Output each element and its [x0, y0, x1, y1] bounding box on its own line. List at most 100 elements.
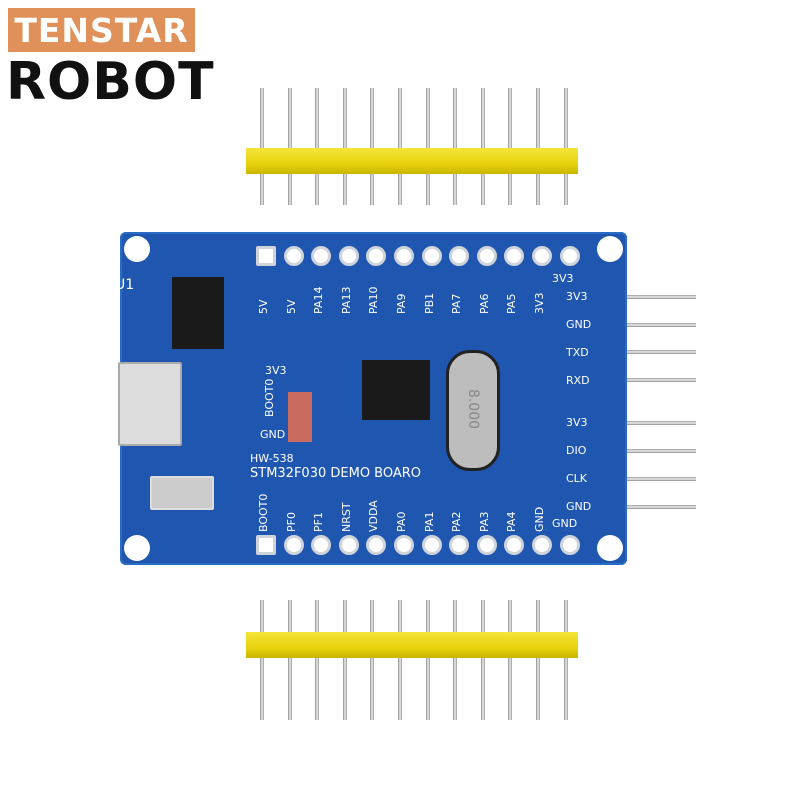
- jumper-label-3v3: 3V3: [265, 364, 287, 377]
- top-pin-label: 5V: [257, 299, 270, 314]
- top-end-label: 3V3: [552, 272, 574, 285]
- top-header-pin: [398, 88, 402, 205]
- top-pad: [256, 246, 276, 266]
- bottom-header-pin: [563, 600, 568, 720]
- bottom-pin-label: PA1: [422, 511, 436, 532]
- bottom-header-pin: [398, 600, 402, 720]
- boot-jumper: [288, 392, 312, 442]
- top-pin-label: PA9: [395, 293, 408, 314]
- top-header-pin: [453, 88, 458, 205]
- swd-pin-label: 3V3: [566, 416, 588, 429]
- bottom-header-pin: [508, 600, 513, 720]
- board-title: STM32F030 DEMO BOARO: [250, 466, 422, 481]
- bottom-header-pin: [480, 600, 485, 720]
- right-header-pin: [610, 350, 696, 354]
- top-pin-label: PB1: [422, 292, 436, 314]
- top-pin-label: 3V3: [533, 292, 546, 314]
- bottom-pad: [449, 535, 470, 555]
- mounting-hole: [597, 535, 623, 561]
- bottom-end-label: GND: [552, 517, 578, 530]
- bottom-pad: [394, 535, 414, 555]
- reset-button: [150, 476, 214, 510]
- uart-pin-label: TXD: [566, 346, 589, 359]
- top-pin-label: PA6: [477, 293, 491, 314]
- top-header-pin: [425, 88, 430, 205]
- swd-pin-label: GND: [566, 500, 592, 513]
- right-header-pin: [610, 477, 696, 481]
- bottom-pad: [256, 535, 276, 555]
- voltage-regulator: [172, 277, 224, 349]
- top-pin-label: PA13: [339, 286, 353, 314]
- crystal-label: 8.000: [465, 388, 481, 430]
- bottom-header-pin: [453, 600, 458, 720]
- micro-usb-port: [118, 362, 182, 446]
- bottom-header-pin: [287, 600, 292, 720]
- bottom-pin-label: PA0: [395, 511, 408, 532]
- bottom-header-pin: [260, 600, 264, 720]
- right-header-pin: [610, 505, 696, 509]
- pcb-board: U1 3V3 BOOT0 GND 8.000 HW-538 STM32F030 …: [115, 232, 627, 565]
- swd-pin-label: CLK: [566, 472, 588, 485]
- bottom-pin-label: NRST: [339, 502, 353, 532]
- bottom-pin-label: PF1: [312, 512, 326, 532]
- bottom-pad: [532, 535, 552, 555]
- top-pad: [559, 246, 580, 266]
- top-header-pin: [563, 88, 568, 205]
- bottom-header-pin: [342, 600, 347, 720]
- bottom-pad: [476, 535, 497, 555]
- top-header-pin: [315, 88, 320, 205]
- bottom-pin-label: PA3: [477, 511, 491, 532]
- right-header-pin: [610, 378, 696, 382]
- mounting-hole: [124, 236, 150, 262]
- top-header-pin: [536, 88, 540, 205]
- bottom-pin-label: PF0: [284, 512, 298, 532]
- bottom-header-pin: [370, 600, 375, 720]
- bottom-header-plastic: [246, 632, 578, 658]
- top-pad: [394, 246, 414, 266]
- right-header-pin: [610, 323, 696, 327]
- bottom-pin-label: VDDA: [367, 500, 381, 532]
- logo-robot: ROBOT: [6, 52, 215, 112]
- right-header-pin: [610, 449, 696, 453]
- top-pad: [449, 246, 470, 266]
- bottom-pad: [504, 535, 525, 555]
- jumper-label-gnd: GND: [260, 428, 286, 441]
- top-pin-label: PA7: [450, 293, 464, 314]
- bottom-header-pin: [315, 600, 320, 720]
- top-header-pin: [342, 88, 347, 205]
- bottom-pin-label: GND: [533, 506, 546, 532]
- bottom-pad: [559, 535, 580, 555]
- u1-label: U1: [115, 277, 135, 293]
- top-pin-label: PA5: [505, 293, 519, 314]
- bottom-pin-label: PA2: [450, 511, 464, 532]
- right-header-pin: [610, 295, 696, 299]
- top-pad: [476, 246, 497, 266]
- top-pad: [421, 246, 442, 266]
- top-pad: [532, 246, 552, 266]
- bottom-pin-label: PA4: [505, 511, 519, 532]
- mounting-hole: [124, 535, 150, 561]
- top-header-pin: [508, 88, 513, 205]
- top-pad: [283, 246, 304, 266]
- top-header-pin: [260, 88, 264, 205]
- top-pin-label: 5V: [284, 299, 298, 314]
- board-model: HW-538: [250, 452, 294, 465]
- top-pin-label: PA14: [312, 286, 326, 314]
- top-pad: [311, 246, 332, 266]
- jumper-label-boot0: BOOT0: [263, 378, 276, 417]
- uart-pin-label: 3V3: [566, 290, 588, 303]
- uart-pin-label: GND: [566, 318, 592, 331]
- uart-pin-label: RXD: [566, 374, 590, 387]
- top-header-plastic: [246, 148, 578, 174]
- bottom-pad: [366, 535, 387, 555]
- top-header-pin: [370, 88, 375, 205]
- top-pad: [338, 246, 359, 266]
- top-pad: [504, 246, 525, 266]
- mounting-hole: [597, 236, 623, 262]
- swd-pin-label: DIO: [566, 444, 587, 457]
- crystal-oscillator: 8.000: [446, 350, 500, 471]
- bottom-header-pin: [536, 600, 540, 720]
- bottom-pin-label: BOOT0: [257, 493, 270, 532]
- top-pin-label: PA10: [367, 286, 381, 314]
